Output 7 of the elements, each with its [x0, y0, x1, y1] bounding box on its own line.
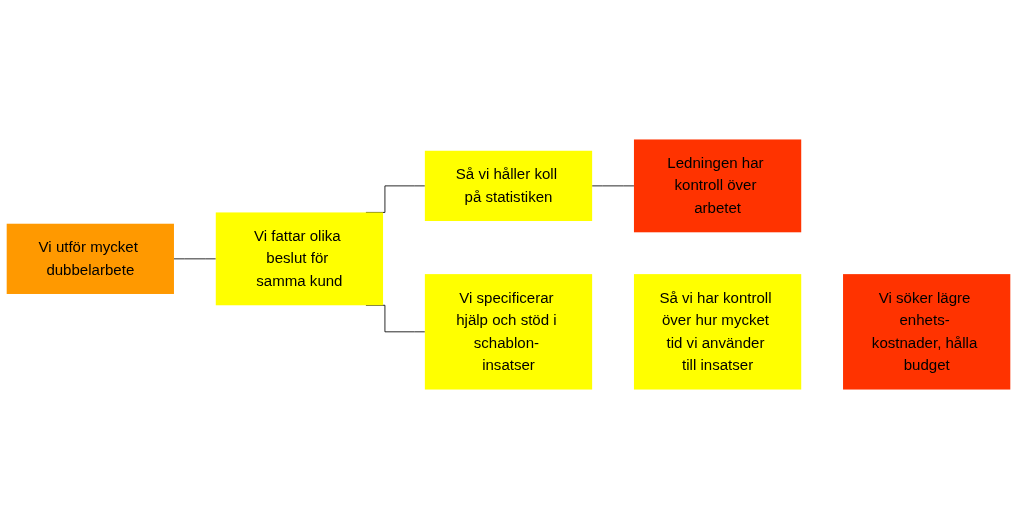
node-box: Vi fattar olika beslut för samma kund [215, 212, 384, 306]
node-box: Så vi håller koll på statistiken [424, 150, 593, 221]
node-box: Vi specificerar hjälp och stöd i schablon- insatser [424, 274, 593, 390]
node-box: Så vi har kontroll över hur mycket tid vi använder till insatser [633, 274, 802, 390]
node-box: Vi utför mycket dubbelarbete [6, 223, 174, 294]
node-box: Ledningen har kontroll över arbetet [633, 139, 802, 233]
node-box: Vi söker lägre enhets- kostnader, hålla budget [843, 274, 1011, 390]
